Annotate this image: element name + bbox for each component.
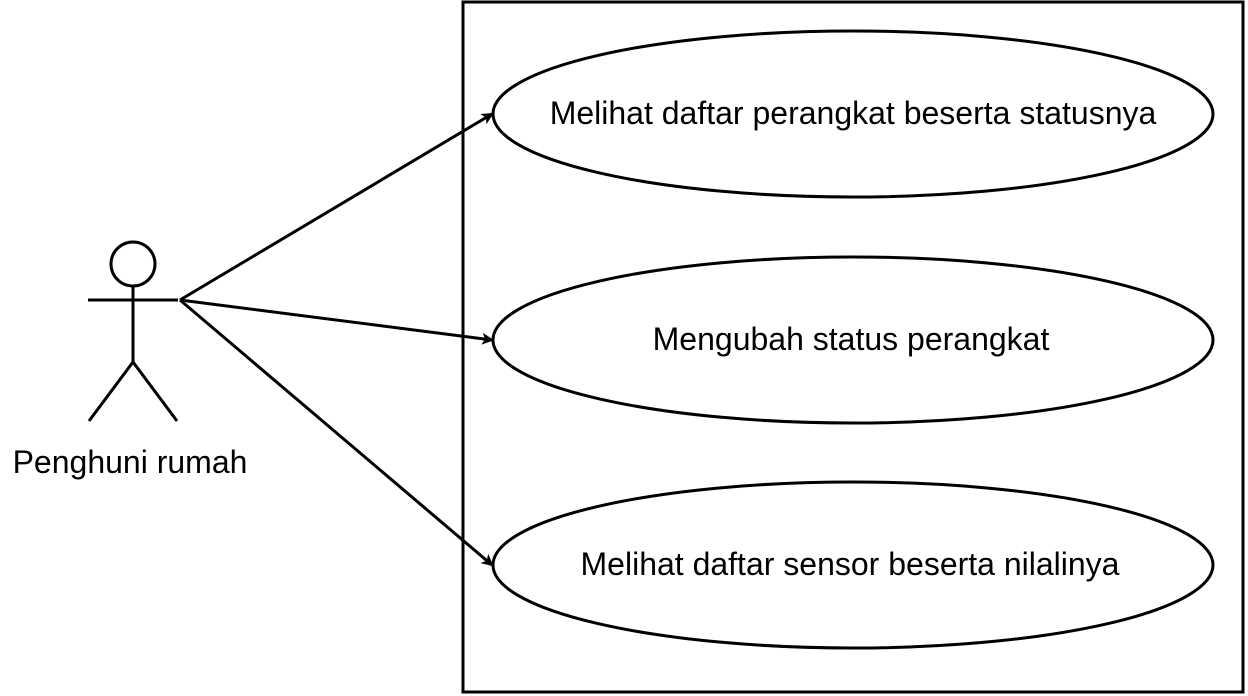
actor-name-label: Penghuni rumah	[13, 444, 248, 480]
actor-right-leg	[131, 361, 179, 422]
actor-head	[109, 240, 157, 288]
association-arrow-2	[179, 298, 494, 345]
actor-left-leg	[87, 361, 135, 422]
use-case-label-2: Mengubah status perangkat	[653, 321, 1050, 357]
association-arrow-3	[179, 298, 494, 567]
use-case-label-3: Melihat daftar sensor beserta nilalinya	[581, 546, 1120, 582]
stick-figure-actor-icon[interactable]	[87, 240, 179, 422]
association-arrow-1	[179, 112, 494, 302]
use-case-label-1: Melihat daftar perangkat beserta statusn…	[550, 95, 1157, 131]
